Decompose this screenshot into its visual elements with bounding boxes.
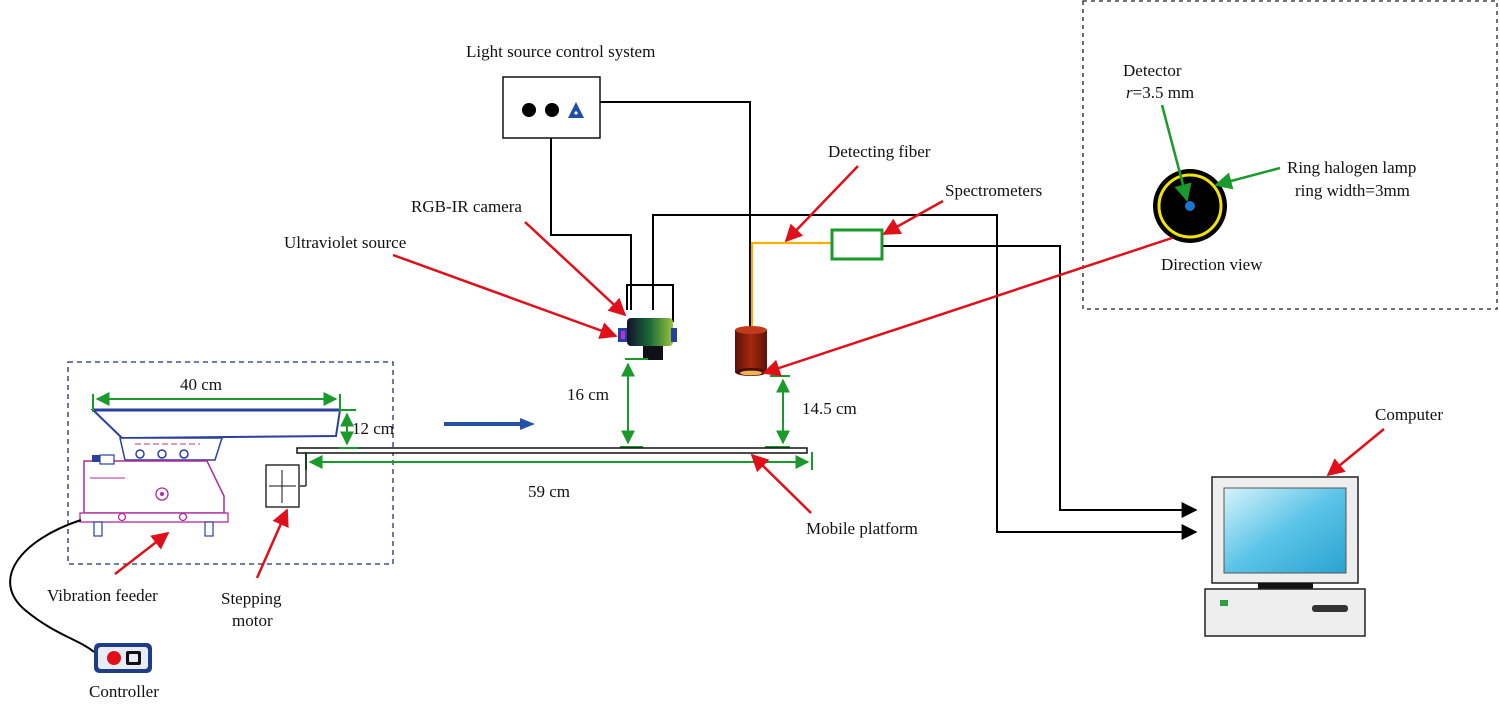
computer-label: Computer xyxy=(1375,405,1443,424)
detecting-fiber-line xyxy=(750,241,832,330)
detecting-fiber-pointer xyxy=(784,165,859,243)
detecting-fiber-label: Detecting fiber xyxy=(828,142,931,161)
fiber-height-dimension xyxy=(765,375,790,448)
camera-height-label: 16 cm xyxy=(567,385,609,404)
control-box-icon xyxy=(502,76,601,139)
vibration-feeder-pointer xyxy=(114,531,170,575)
feeder-height-label: 12 cm xyxy=(352,419,394,438)
rgb-ir-camera-pointer xyxy=(524,221,627,317)
ultraviolet-source-pointer xyxy=(392,253,618,339)
stepping-motor-label-line2: motor xyxy=(232,611,273,630)
detector-pointer xyxy=(1160,104,1192,202)
spectrometers-pointer xyxy=(882,199,944,236)
vibration-feeder-label: Vibration feeder xyxy=(47,586,158,605)
platform-length-dimension xyxy=(305,452,813,470)
feeder-length-label: 40 cm xyxy=(180,375,222,394)
computer-pointer xyxy=(1326,428,1385,477)
ultraviolet-source-label: Ultraviolet source xyxy=(284,233,406,252)
light-source-label: Light source control system xyxy=(466,42,655,61)
spectrometers-label: Spectrometers xyxy=(945,181,1042,200)
mobile-platform-label: Mobile platform xyxy=(806,519,918,538)
vibration-feeder-icon xyxy=(79,408,342,537)
stepping-motor-label-line1: Stepping xyxy=(221,589,282,608)
cylinder-lamp-icon xyxy=(735,326,767,376)
detector-radius-label: r=3.5 mm xyxy=(1126,83,1194,102)
mobile-platform-pointer xyxy=(750,453,812,514)
camera-icon xyxy=(618,318,677,360)
controller-cable xyxy=(9,519,95,653)
desktop-computer-icon xyxy=(1204,476,1366,637)
controller-label: Controller xyxy=(89,682,159,701)
direction-view-pointer xyxy=(762,236,1173,377)
direction-view-label: Direction view xyxy=(1161,255,1263,274)
remote-controller-icon xyxy=(94,643,152,673)
ring-halogen-lamp-label: Ring halogen lamp xyxy=(1287,158,1416,177)
detector-label: Detector xyxy=(1123,61,1182,80)
rgb-ir-camera-label: RGB-IR camera xyxy=(411,197,522,216)
fiber-height-label: 14.5 cm xyxy=(802,399,857,418)
feeder-height-dimension xyxy=(339,409,358,449)
camera-height-dimension xyxy=(620,358,648,448)
ring-lamp-pointer xyxy=(1214,166,1281,190)
stepping-motor-pointer xyxy=(255,508,289,579)
spectrometer-box xyxy=(830,228,884,261)
ring-width-label: ring width=3mm xyxy=(1295,181,1410,200)
stepping-motor-icon xyxy=(265,452,307,508)
wiring xyxy=(550,101,1198,540)
platform-length-label: 59 cm xyxy=(528,482,570,501)
direction-view-frame xyxy=(1082,0,1498,310)
direction-of-motion-arrow xyxy=(444,418,535,430)
annotation-arrows xyxy=(114,165,1385,579)
mobile-platform xyxy=(296,447,808,454)
direction-view-icon xyxy=(1153,169,1227,243)
